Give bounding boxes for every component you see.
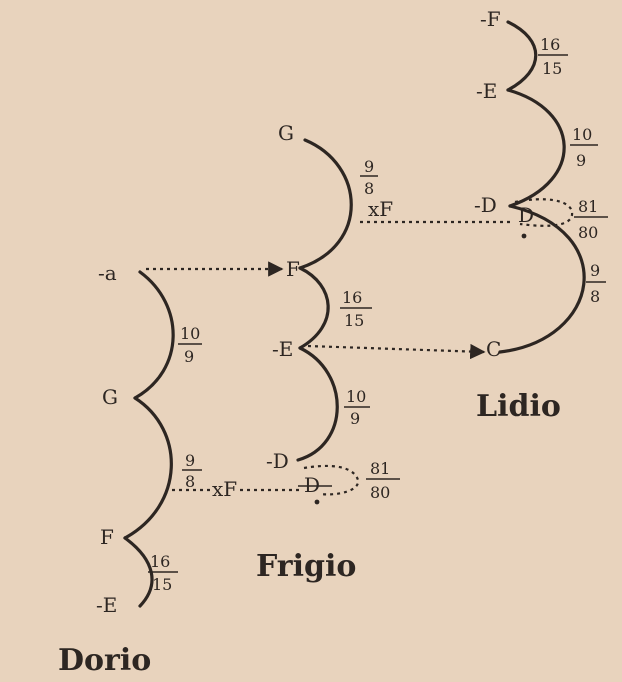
frigio-note-d-low: D xyxy=(304,473,320,497)
dorio-note-g: G xyxy=(102,385,118,409)
frigio-note-e: -E xyxy=(272,337,293,361)
lidio-dot xyxy=(521,233,527,239)
frigio-ratio-4: 81 80 xyxy=(366,459,400,502)
frigio-note-g: G xyxy=(278,121,294,145)
frigio-arc-e-d xyxy=(296,346,339,462)
svg-text:9: 9 xyxy=(590,261,600,280)
lidio-ratio-2: 10 9 xyxy=(570,125,598,170)
svg-text:9: 9 xyxy=(185,451,195,470)
frigio-dot xyxy=(314,499,320,505)
frigio-ratio-2: 16 15 xyxy=(340,288,372,330)
dorio-note-f: F xyxy=(100,525,114,549)
svg-text:9: 9 xyxy=(364,157,374,176)
svg-text:81: 81 xyxy=(578,197,598,216)
dorio-note-a: -a xyxy=(98,261,117,285)
frigio-ratio-1: 9 8 xyxy=(360,157,378,198)
dorio-note-e: -E xyxy=(96,593,117,617)
dorio-arc-g-f xyxy=(123,396,173,540)
svg-text:10: 10 xyxy=(572,125,592,144)
svg-text:9: 9 xyxy=(184,347,194,366)
dorio-ratio-1: 10 9 xyxy=(178,324,202,366)
svg-text:15: 15 xyxy=(152,575,172,594)
svg-text:15: 15 xyxy=(344,311,364,330)
svg-text:80: 80 xyxy=(578,223,598,242)
svg-text:9: 9 xyxy=(350,409,360,428)
lidio-arc-d-c xyxy=(498,204,586,354)
frigio-arc-f-e xyxy=(298,266,330,350)
svg-text:9: 9 xyxy=(576,151,586,170)
lidio-ratio-4: 9 8 xyxy=(586,261,606,306)
frigio-arc-g-f xyxy=(298,138,353,270)
dorio-ratio-2: 9 8 xyxy=(182,451,202,491)
svg-text:16: 16 xyxy=(150,552,170,571)
dorio-arc-f-e xyxy=(123,536,154,608)
dorio-arc-a-g xyxy=(133,270,175,400)
dorio-title: Dorio xyxy=(58,643,151,678)
lidio-ratio-3: 81 80 xyxy=(574,197,608,242)
frigio-title: Frigio xyxy=(256,549,356,584)
lidio-note-c: C xyxy=(486,337,501,361)
lidio-note-d-low: D xyxy=(518,203,534,227)
lidio-arc-f-e xyxy=(506,20,538,92)
frigio-note-d: -D xyxy=(266,449,289,473)
svg-text:10: 10 xyxy=(346,387,366,406)
dorio-ratio-3: 16 15 xyxy=(148,552,178,594)
svg-text:81: 81 xyxy=(370,459,390,478)
svg-text:16: 16 xyxy=(342,288,362,307)
lidio-note-d: -D xyxy=(474,193,497,217)
lidio-note-f: -F xyxy=(480,7,501,31)
svg-text:8: 8 xyxy=(590,287,600,306)
lidio-arc-e-d xyxy=(506,88,566,208)
link-frigio-e-to-lidio-c xyxy=(307,343,486,360)
dorio-aux-fsharp: xF xyxy=(212,477,237,501)
svg-text:15: 15 xyxy=(542,59,562,78)
svg-text:8: 8 xyxy=(364,179,374,198)
svg-text:80: 80 xyxy=(370,483,390,502)
frigio-aux-fsharp: xF xyxy=(368,197,393,221)
svg-text:8: 8 xyxy=(185,472,195,491)
lidio-ratio-1: 16 15 xyxy=(538,35,568,78)
frigio-note-f: F xyxy=(286,257,300,281)
frigio-ratio-3: 10 9 xyxy=(344,387,370,428)
lidio-note-e: -E xyxy=(476,79,497,103)
svg-text:10: 10 xyxy=(180,324,200,343)
lidio-title: Lidio xyxy=(476,389,561,424)
svg-text:16: 16 xyxy=(540,35,560,54)
